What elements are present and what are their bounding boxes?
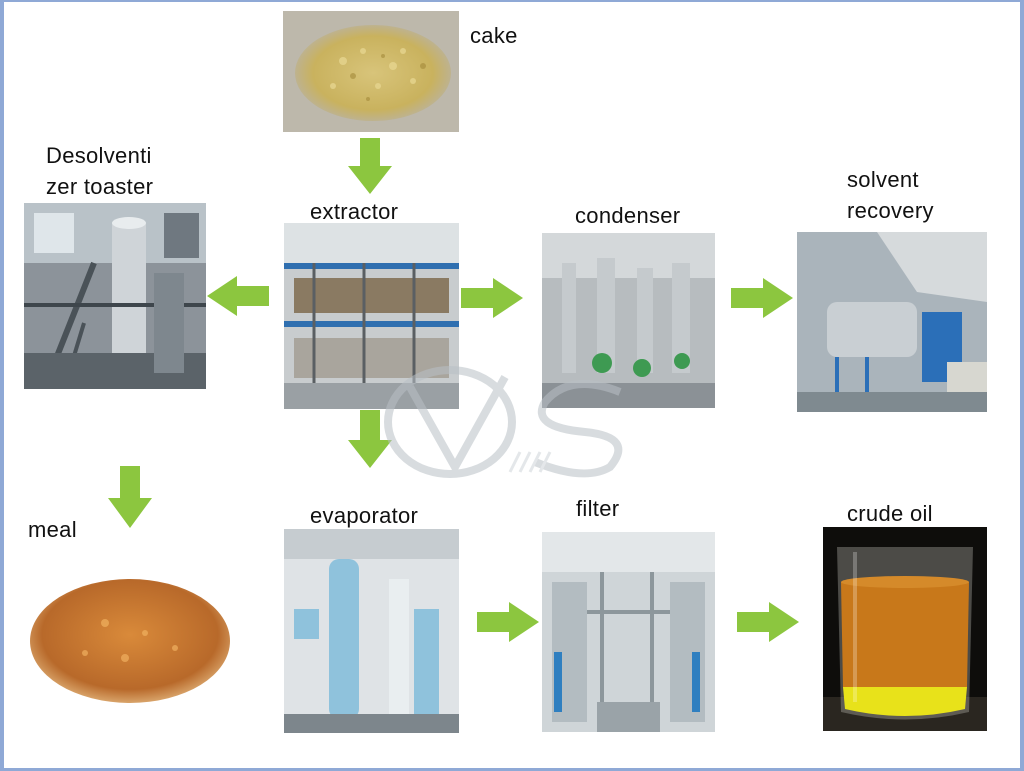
arrow-desolventizer-to-meal [108,466,152,528]
filter-photo [542,532,715,732]
arrow-condenser-to-solvent-recovery [731,278,793,318]
label-solvent-recovery: solvent recovery [847,167,934,223]
evaporator-photo [284,529,459,733]
arrow-filter-to-crude-oil [737,602,799,642]
label-filter: filter [576,496,620,521]
label-cake: cake [470,23,518,48]
label-extractor: extractor [310,199,399,224]
arrow-evaporator-to-filter [477,602,539,642]
arrow-extractor-to-desolventizer [207,276,269,316]
solvent-recovery-photo [797,232,987,412]
meal-photo [25,563,235,713]
arrow-cake-to-extractor [348,138,392,194]
arrow-extractor-to-condenser [461,278,523,318]
extractor-photo [284,223,459,409]
label-desolventizer-toaster: Desolventi zer toaster [46,143,154,199]
label-crude-oil: crude oil [847,501,933,526]
desolventizer-toaster-photo [24,203,206,389]
condenser-photo [542,233,715,408]
label-evaporator: evaporator [310,503,419,528]
cake-photo [283,11,459,132]
arrow-extractor-to-evaporator [348,410,392,468]
crude-oil-photo [823,527,987,731]
label-condenser: condenser [575,203,681,228]
vs-logo-watermark [370,352,670,492]
label-meal: meal [28,517,77,542]
